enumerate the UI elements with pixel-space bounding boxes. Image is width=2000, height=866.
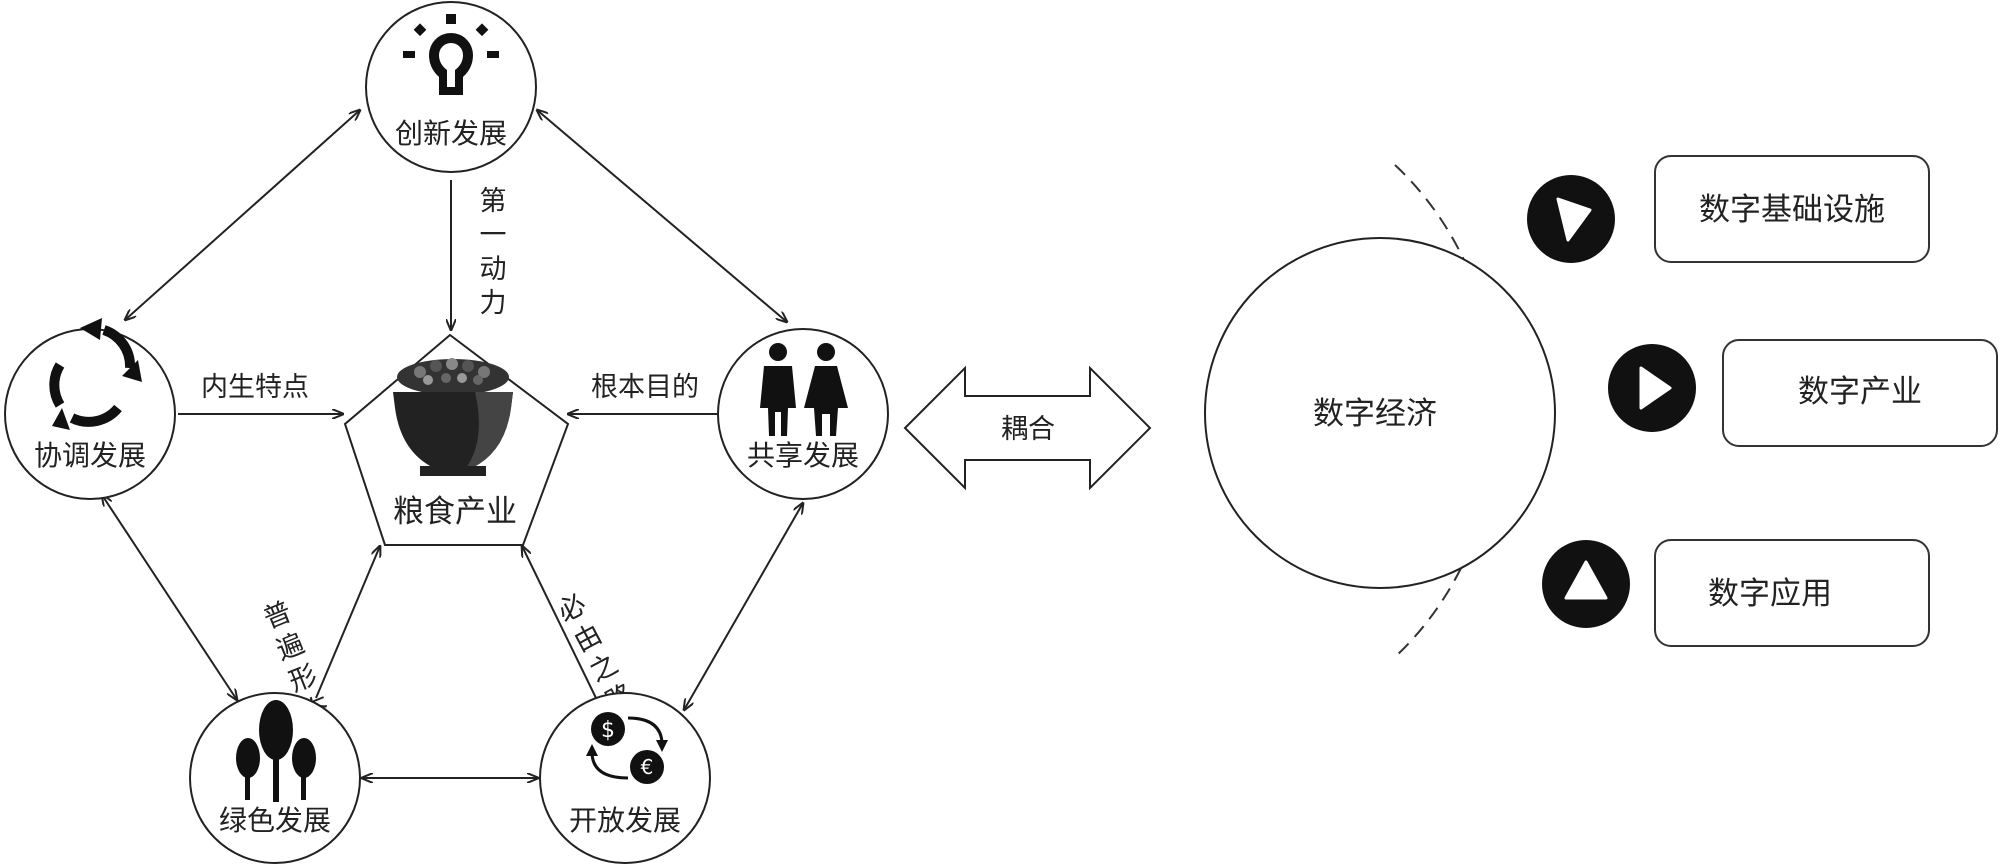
edge-label-coordination: 内生特点 — [201, 372, 309, 403]
triangle-down-right-icon — [1556, 197, 1592, 242]
currency-exchange-icon: $ € — [586, 712, 668, 784]
lightbulb-icon — [403, 14, 499, 95]
node-label-coordination: 协调发展 — [34, 439, 146, 472]
node-label-sharing: 共享发展 — [747, 439, 859, 472]
digital-economy-label: 数字经济 — [1313, 396, 1437, 432]
svg-text:€: € — [641, 755, 654, 779]
arrow-green-center — [315, 546, 380, 699]
node-label-innovation: 创新发展 — [395, 117, 507, 150]
center-pentagon: 粮食产业 — [343, 333, 570, 546]
rice-bowl-icon — [393, 358, 513, 476]
center-label: 粮食产业 — [393, 494, 517, 530]
node-sharing: 共享发展 — [717, 328, 889, 500]
outer-connections — [102, 110, 803, 778]
cycle-arrows-icon — [49, 325, 136, 427]
item-label-3: 数字应用 — [1708, 576, 1832, 612]
node-label-green: 绿色发展 — [219, 804, 331, 837]
item-digital-application: 数字应用 — [1542, 539, 1930, 647]
arrow-opening-center — [522, 546, 597, 699]
trees-icon — [236, 700, 316, 802]
arrow-innovation-coordination — [125, 110, 360, 320]
arrow-sharing-opening — [684, 503, 803, 710]
node-green: 绿色发展 — [189, 692, 361, 864]
item-label-1: 数字基础设施 — [1699, 192, 1885, 228]
triangle-right-icon — [1639, 366, 1672, 410]
node-label-opening: 开放发展 — [569, 804, 681, 837]
item-digital-infrastructure: 数字基础设施 — [1527, 155, 1930, 263]
node-innovation: 创新发展 — [365, 1, 537, 173]
arrow-coordination-green — [102, 495, 237, 700]
people-icon — [760, 343, 848, 436]
item-digital-industry: 数字产业 — [1608, 339, 1998, 447]
coupling-label: 耦合 — [1001, 414, 1055, 445]
triangle-up-icon — [1564, 560, 1608, 600]
item-label-2: 数字产业 — [1798, 374, 1922, 410]
inward-connections — [178, 180, 720, 699]
svg-text:$: $ — [601, 718, 615, 743]
cycle-arrow-heads — [52, 318, 142, 430]
coupling-arrow: 耦合 — [903, 365, 1152, 491]
right-diagram: 数字经济 数字基础设施 数字产业 数字应用 — [1204, 155, 1998, 658]
left-diagram: 粮食产业 第一动力 内生特点 根本目的 普遍形态 必由之路 — [4, 1, 889, 864]
edge-label-sharing: 根本目的 — [591, 372, 699, 403]
dashed-orbit — [1394, 164, 1499, 658]
arrow-innovation-sharing — [537, 110, 787, 322]
node-opening: $ € 开放发展 — [539, 692, 711, 864]
node-coordination: 协调发展 — [4, 318, 176, 500]
edge-label-innovation: 第一动力 — [480, 186, 507, 319]
digital-economy-circle: 数字经济 — [1204, 237, 1556, 589]
